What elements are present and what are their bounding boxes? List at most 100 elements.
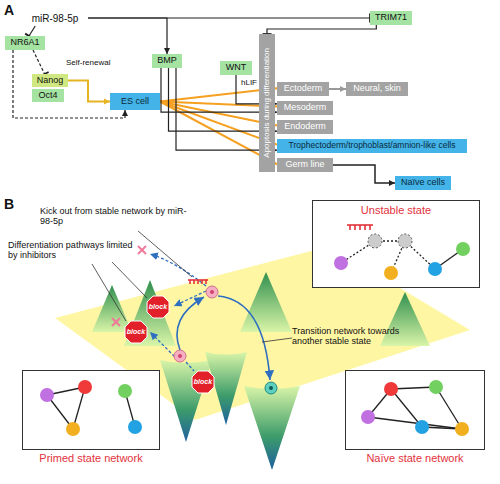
network-panel: Unstable state: [312, 200, 480, 288]
mirna-label: miR-98-5p: [22, 10, 88, 26]
energy-peak: [380, 292, 430, 346]
line-shape: [92, 264, 126, 321]
node-art: [346, 371, 484, 449]
node-text: Endoderm: [284, 122, 326, 132]
line-shape: [138, 246, 146, 254]
line-shape: [359, 225, 361, 230]
connector-line: [33, 50, 45, 74]
line-shape: [201, 280, 203, 284]
line-shape: [193, 280, 195, 284]
line-shape: [112, 318, 120, 326]
line-shape: [369, 225, 371, 230]
line-shape: [138, 231, 192, 277]
lineage-box: Mesoderm: [277, 101, 333, 115]
network-node-dot: [428, 262, 442, 276]
annotation-text: Self-renewal: [66, 58, 110, 67]
connector-line: [329, 88, 346, 90]
node-text: ES cell: [121, 97, 149, 107]
line-shape: [205, 280, 207, 284]
connector-line: [29, 26, 35, 36]
line-shape: [112, 318, 120, 326]
mirna-symbol: [188, 280, 208, 284]
line-shape: [364, 225, 366, 230]
factor-box: BMP: [152, 54, 182, 68]
block-sign: block: [124, 320, 148, 344]
polygon-shape: [147, 296, 169, 318]
cell-box: Naïve cells: [395, 176, 451, 190]
connector-line: [333, 165, 395, 183]
annotation-text: hLIF: [241, 78, 257, 87]
panel-letter: B: [4, 196, 14, 212]
connector-line: [13, 50, 125, 118]
lineage-box: Germ line: [277, 158, 333, 172]
annotation-text: Transition network towards another stabl…: [292, 326, 424, 347]
network-panel: Naïve state network: [345, 370, 485, 450]
node-text: Naïve cells: [401, 178, 445, 188]
node-text: block: [194, 378, 212, 386]
apoptosis-bar: Apoptosis during differentiation: [259, 34, 275, 172]
network-node-dot: [398, 234, 412, 248]
line-shape: [138, 246, 146, 254]
lineage-box: Neural, skin: [346, 82, 408, 96]
polygon-shape: [125, 321, 147, 343]
connector-line: [88, 17, 370, 18]
lineage-box: Ectoderm: [277, 82, 329, 96]
arrow-head: [122, 110, 128, 116]
node-text: block: [149, 303, 167, 311]
lineage-box: Endoderm: [277, 120, 333, 134]
connector: [33, 50, 49, 76]
network-link: [436, 387, 462, 429]
network-node-dot: [455, 422, 469, 436]
connector-line: [68, 81, 110, 102]
network-panel: Primed state network: [22, 370, 160, 450]
polygon-shape: [192, 371, 214, 393]
block-sign: block: [191, 370, 215, 394]
network-node-dot: [334, 256, 348, 270]
energy-peak: [240, 272, 292, 332]
annotation-text: Differentiation pathways limited by inhi…: [8, 240, 138, 261]
network-node-dot: [128, 420, 142, 434]
factor-box: Nanog: [32, 74, 68, 87]
network-node-dot: [40, 388, 54, 402]
connector: [88, 14, 370, 23]
node-text: Neural, skin: [353, 84, 401, 94]
network-node-dot: [456, 242, 470, 256]
connector-line: [88, 18, 167, 54]
node-text: Unstable state: [313, 204, 479, 216]
cell-state-ball: [265, 382, 277, 394]
node-text: Nanog: [37, 76, 64, 86]
blocked-arrow: [186, 362, 194, 371]
panel-letter: A: [4, 2, 14, 18]
node-text: Trophectoderm/trophoblast/amnion-like ce…: [289, 141, 456, 150]
cross-mark: [112, 318, 120, 326]
transition-arrow: [218, 296, 270, 380]
node-text: Apoptosis during differentiation: [263, 48, 272, 158]
cell-box: ES cell: [110, 93, 160, 110]
line-shape: [262, 338, 292, 342]
energy-peak: [124, 280, 176, 346]
connector: [68, 81, 110, 105]
node-text: Ectoderm: [284, 84, 323, 94]
cell-state-ball: [178, 354, 182, 358]
cell-state-ball: [174, 350, 186, 362]
node-text: Naïve state network: [336, 452, 494, 464]
factor-box: Oct4: [32, 89, 64, 102]
network-node-dot: [384, 266, 398, 280]
connector-line: [267, 25, 376, 34]
lineage-box: Trophectoderm/trophoblast/amnion-like ce…: [277, 139, 467, 153]
factor-box: WNT: [220, 61, 252, 75]
node-text: Germ line: [285, 160, 324, 170]
cross-mark: [138, 246, 146, 254]
network-art: [23, 371, 161, 451]
factor-box: TRIM71: [370, 11, 412, 25]
mirna-symbol: [347, 225, 373, 230]
network-link: [368, 417, 462, 429]
line-shape: [189, 280, 191, 284]
network-art: [346, 371, 486, 451]
node-text: BMP: [157, 56, 177, 66]
energy-peak: [92, 285, 132, 332]
node-art: [23, 371, 159, 449]
factor-box: NR6A1: [5, 36, 45, 50]
node-text: block: [127, 328, 145, 336]
